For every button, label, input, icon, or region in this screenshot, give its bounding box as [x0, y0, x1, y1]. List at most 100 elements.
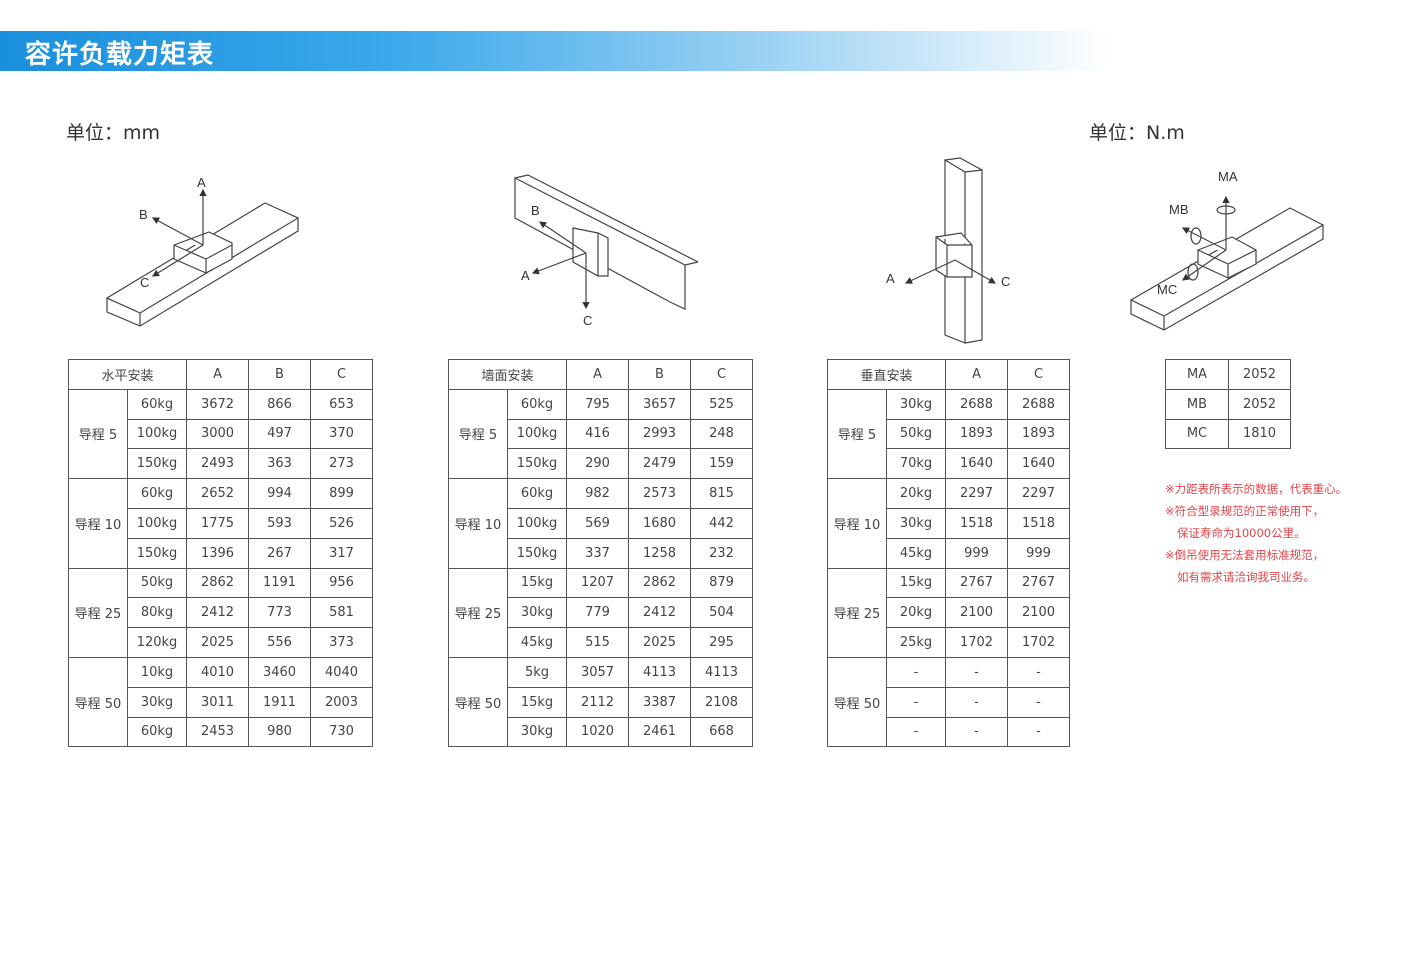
value-cell: 515	[566, 627, 630, 658]
unit-left: 单位：mm	[66, 122, 161, 144]
value-cell: 999	[1007, 537, 1071, 569]
lead-cell: 导程 10	[68, 478, 128, 569]
value-cell: -	[1007, 716, 1071, 748]
lead-cell: 导程 50	[827, 656, 887, 748]
value-cell: 773	[248, 597, 312, 629]
load-cell: 30kg	[126, 686, 188, 718]
value-cell: 3011	[186, 686, 250, 718]
load-cell: 150kg	[126, 537, 188, 569]
value-cell: 1207	[566, 567, 630, 599]
load-cell: 45kg	[885, 537, 947, 569]
label-mc: MC	[1157, 282, 1177, 297]
value-cell: 1191	[248, 567, 312, 599]
note-2: ※符合型录规范的正常使用下，	[1165, 504, 1325, 518]
value-cell: 2100	[945, 597, 1009, 629]
value-cell: 581	[310, 597, 374, 629]
value-cell: -	[1007, 656, 1071, 688]
value-cell: 795	[566, 388, 630, 420]
lead-cell: 导程 25	[68, 567, 128, 658]
value-cell: 273	[310, 448, 374, 480]
load-cell: -	[885, 656, 947, 688]
lead-cell: 导程 50	[68, 656, 128, 748]
load-cell: 100kg	[506, 507, 568, 539]
value-cell: 1893	[1007, 418, 1071, 450]
value-cell: 899	[310, 478, 374, 509]
value-cell: 2688	[945, 388, 1009, 420]
value-cell: 2108	[690, 686, 754, 718]
value-cell: 1258	[628, 537, 692, 569]
value-cell: 370	[310, 418, 374, 450]
label-a: A	[521, 268, 530, 283]
moment-label-cell: MB	[1165, 388, 1229, 420]
lead-cell: 导程 50	[448, 656, 508, 748]
header-cell: C	[690, 359, 754, 390]
header-cell: 垂直安装	[826, 359, 947, 390]
value-cell: 2025	[628, 627, 692, 658]
lead-cell: 导程 5	[827, 388, 887, 480]
label-a: A	[886, 271, 895, 286]
value-cell: 4113	[628, 656, 692, 688]
load-cell: 50kg	[885, 418, 947, 450]
load-cell: 60kg	[126, 716, 188, 748]
value-cell: 373	[310, 627, 374, 658]
value-cell: 866	[248, 388, 312, 420]
value-cell: 3657	[628, 388, 692, 420]
value-cell: 525	[690, 388, 754, 420]
header-cell: B	[628, 359, 692, 390]
value-cell: 2862	[186, 567, 250, 599]
table-row: 导程 50---	[827, 656, 1071, 748]
note-1: ※力距表所表示的数据，代表重心。	[1165, 482, 1348, 496]
value-cell: -	[1007, 686, 1071, 718]
load-cell: 5kg	[506, 656, 568, 688]
value-cell: 1893	[945, 418, 1009, 450]
value-cell: 442	[690, 507, 754, 539]
value-cell: 1396	[186, 537, 250, 569]
value-cell: 3460	[248, 656, 312, 688]
value-cell: 2461	[628, 716, 692, 748]
value-cell: 363	[248, 448, 312, 480]
header-cell: C	[1007, 359, 1071, 390]
moment-label-cell: MA	[1165, 359, 1229, 390]
load-cell: 120kg	[126, 627, 188, 658]
value-cell: 779	[566, 597, 630, 629]
note-2-cont: 保证寿命为10000公里。	[1177, 526, 1306, 540]
label-b: B	[531, 203, 540, 218]
value-cell: 1702	[945, 627, 1009, 658]
note-3-cont: 如有需求请洽询我司业务。	[1177, 570, 1315, 584]
load-cell: 60kg	[126, 478, 188, 509]
value-cell: 4010	[186, 656, 250, 688]
value-cell: 4040	[310, 656, 374, 688]
value-cell: 1640	[945, 448, 1009, 480]
header-cell: C	[310, 359, 374, 390]
value-cell: 3387	[628, 686, 692, 718]
lead-cell: 导程 10	[827, 478, 887, 569]
header-cell: 水平安装	[67, 359, 188, 390]
value-cell: 3000	[186, 418, 250, 450]
value-cell: 232	[690, 537, 754, 569]
value-cell: 4113	[690, 656, 754, 688]
value-cell: 317	[310, 537, 374, 569]
